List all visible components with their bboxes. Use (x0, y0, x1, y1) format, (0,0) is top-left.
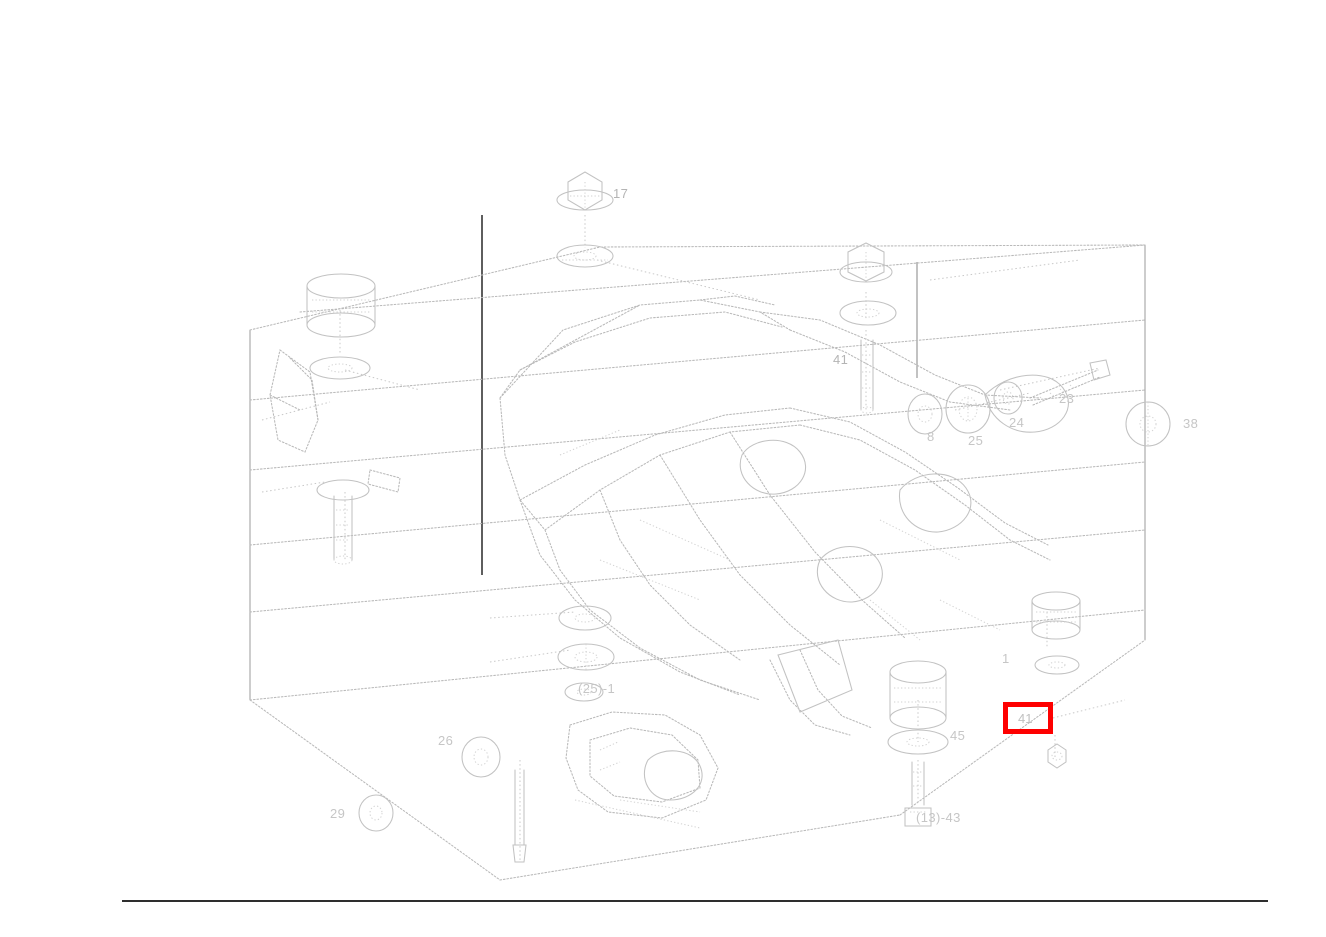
part-group-bottom-right (887, 660, 949, 827)
part-group-fastener-row (907, 359, 1171, 447)
callout-41-highlighted: 41 (1018, 711, 1033, 726)
callout-17: 17 (613, 186, 628, 201)
part-group-upper-right (839, 242, 897, 414)
callout-labels: 17 41 8 25 24 23 38 1 (25)-1 26 29 (13)-… (330, 186, 1198, 825)
callout-25-1: (25)-1 (578, 681, 615, 696)
callout-1: 1 (1002, 651, 1010, 666)
callout-25: 25 (968, 433, 983, 448)
subframe-body (499, 295, 1069, 736)
frame-boundaries (249, 215, 1146, 881)
callout-23: 23 (1059, 391, 1074, 406)
callout-13-43: (13)-43 (916, 810, 961, 825)
callout-24: 24 (1009, 415, 1024, 430)
callout-29: 29 (330, 806, 345, 821)
part-group-right-lower (1031, 591, 1081, 769)
part-group-top-center (556, 171, 614, 268)
callout-8: 8 (927, 429, 935, 444)
part-group-bottom-center (557, 605, 615, 702)
callout-41-top: 41 (833, 352, 848, 367)
callout-45: 45 (950, 728, 965, 743)
part-group-bottom-left (358, 736, 527, 863)
lead-lines (261, 215, 1126, 862)
part-group-left (269, 273, 401, 565)
callout-26: 26 (438, 733, 453, 748)
callout-38: 38 (1183, 416, 1198, 431)
part-group-bottom-bracket (565, 711, 719, 829)
